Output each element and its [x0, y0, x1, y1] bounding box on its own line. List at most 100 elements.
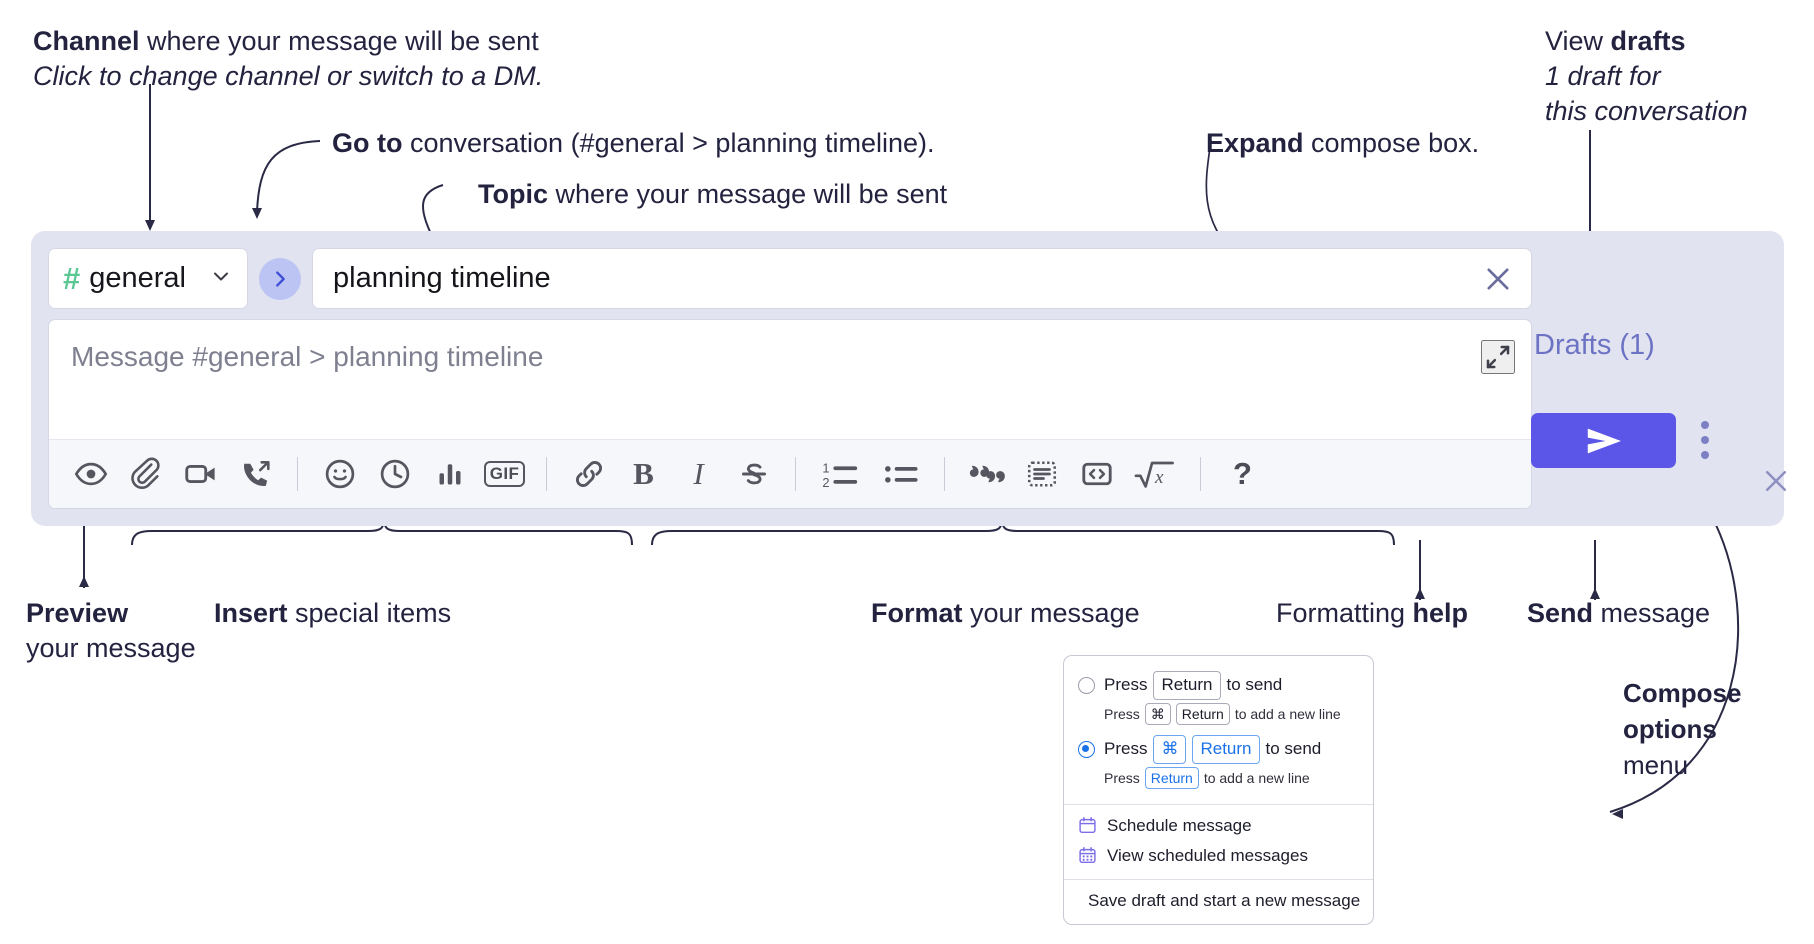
annotation-preview-line2: your message	[26, 633, 196, 664]
radio-selected[interactable]	[1078, 740, 1095, 758]
annotation-expand-bold: Expand	[1206, 128, 1304, 158]
calendar-grid-icon	[1079, 847, 1096, 864]
annotation-channel-bold: Channel	[33, 26, 140, 56]
send-paper-plane-icon	[1587, 428, 1621, 453]
bulleted-list-button[interactable]	[872, 447, 930, 502]
gif-button[interactable]: GIF	[477, 447, 532, 502]
option1-sub-key-cmd: ⌘	[1144, 702, 1171, 725]
link-button[interactable]	[561, 447, 616, 502]
chevron-right-icon	[276, 270, 285, 287]
separator-1	[297, 457, 298, 491]
separator-3	[795, 457, 796, 491]
preview-button[interactable]	[63, 447, 118, 502]
ordered-list-button[interactable]: 1 2	[810, 447, 872, 502]
channel-name-label: general	[89, 262, 186, 294]
annotation-send-bold: Send	[1527, 598, 1594, 628]
reminder-button[interactable]	[367, 447, 422, 502]
annotation-send: Send message	[1527, 596, 1710, 631]
svg-text:2: 2	[822, 475, 829, 490]
menu-item-schedule-message[interactable]: Schedule message	[1064, 811, 1373, 841]
annotation-insert: Insert special items	[214, 596, 451, 631]
close-compose-panel-button[interactable]	[1758, 463, 1794, 499]
quote-icon	[969, 465, 1005, 483]
code-block-icon	[1081, 462, 1112, 486]
popup-divider-1	[1064, 803, 1373, 805]
menu-item-save-draft[interactable]: Save draft and start a new message	[1064, 886, 1373, 916]
square-root-icon: x	[1134, 461, 1174, 488]
code-inline-icon	[1027, 461, 1056, 487]
popup-divider-2	[1064, 878, 1373, 880]
annotation-send-rest: message	[1593, 598, 1711, 628]
annotation-help-prefix: Formatting	[1276, 598, 1413, 628]
poll-button[interactable]	[422, 447, 477, 502]
more-options-dot-3	[1701, 451, 1709, 459]
bulleted-list-icon	[885, 466, 918, 483]
topic-input[interactable]: planning timeline	[333, 262, 551, 294]
topic-input-wrapper[interactable]: planning timeline	[312, 248, 1532, 309]
clock-icon	[380, 459, 409, 489]
option-press-cmd-return-to-send[interactable]: Press ⌘ Return to send	[1064, 732, 1373, 764]
annotation-goto-rest: conversation (#general > planning timeli…	[402, 128, 935, 158]
annotation-topic-rest: where your message will be sent	[548, 179, 948, 209]
compose-inner: # general planning timeline	[48, 248, 1532, 509]
strikethrough-button[interactable]	[726, 447, 781, 502]
option2-subtext: Press Return to add a new line	[1064, 764, 1373, 796]
annotation-expand: Expand compose box.	[1206, 126, 1479, 161]
annotation-goto-bold: Go to	[332, 128, 403, 158]
option1-tosend-label: to send	[1226, 675, 1283, 695]
hash-icon: #	[63, 261, 81, 296]
option2-tosend-label: to send	[1265, 739, 1322, 759]
channel-selector[interactable]: # general	[48, 248, 248, 309]
option2-sub-press: Press	[1104, 769, 1140, 786]
emoji-button[interactable]	[312, 447, 367, 502]
more-options-dot-2	[1701, 436, 1709, 444]
send-button[interactable]	[1531, 413, 1676, 468]
strikethrough-icon	[741, 463, 766, 485]
code-block-button[interactable]	[1069, 447, 1124, 502]
option1-sub-key-return: Return	[1175, 702, 1230, 725]
annotation-drafts-prefix: View	[1545, 26, 1611, 56]
audio-clip-button[interactable]	[228, 447, 283, 502]
math-button[interactable]: x	[1124, 447, 1186, 502]
smiley-icon	[325, 459, 354, 489]
paperclip-icon	[130, 457, 160, 489]
video-clip-button[interactable]	[173, 447, 228, 502]
blockquote-button[interactable]	[959, 447, 1014, 502]
formatting-help-button[interactable]: ?	[1215, 447, 1270, 502]
compose-options-button[interactable]	[1691, 411, 1719, 469]
annotation-insert-bold: Insert	[214, 598, 288, 628]
annotation-format: Format your message	[871, 596, 1140, 631]
message-compose-box[interactable]: Message #general > planning timeline	[48, 319, 1532, 509]
annotation-drafts-bold: drafts	[1610, 26, 1686, 56]
italic-button[interactable]: I	[671, 447, 726, 502]
attach-button[interactable]	[118, 447, 173, 502]
bold-button[interactable]: B	[616, 447, 671, 502]
annotation-drafts-italic-1: 1 draft for	[1545, 61, 1661, 92]
drafts-link[interactable]: Drafts (1)	[1534, 329, 1655, 361]
annotation-compose-options-line3: menu	[1623, 749, 1689, 780]
annotation-preview: Preview your message	[26, 596, 196, 666]
menu-item-schedule-message-label: Schedule message	[1107, 815, 1252, 835]
clear-topic-button[interactable]	[1481, 262, 1515, 296]
annotation-compose-options-line2: options	[1623, 713, 1717, 744]
link-icon	[575, 461, 602, 487]
expand-compose-button[interactable]	[1481, 340, 1515, 374]
option1-key-return: Return	[1153, 671, 1221, 700]
radio-unselected[interactable]	[1078, 676, 1095, 694]
close-icon	[1487, 267, 1509, 290]
gif-label: GIF	[483, 460, 526, 488]
go-to-conversation-button[interactable]	[259, 257, 301, 300]
annotation-preview-bold: Preview	[26, 598, 129, 628]
expand-icon	[1486, 345, 1510, 369]
option1-sub-tail: to add a new line	[1234, 705, 1341, 722]
option-press-return-to-send[interactable]: Press Return to send	[1064, 668, 1373, 700]
code-button[interactable]	[1014, 447, 1069, 502]
more-options-vertical-icon	[1701, 421, 1709, 429]
annotation-compose-options-line1: Compose	[1623, 678, 1742, 708]
menu-item-view-scheduled-messages[interactable]: View scheduled messages	[1064, 841, 1373, 871]
separator-5	[1200, 457, 1201, 491]
question-mark-icon: ?	[1233, 456, 1252, 491]
compose-options-popup: Press Return to send Press ⌘ Return to a…	[1063, 655, 1374, 925]
annotation-channel-rest: where your message will be sent	[139, 26, 539, 56]
option2-key-return: Return	[1192, 734, 1260, 764]
